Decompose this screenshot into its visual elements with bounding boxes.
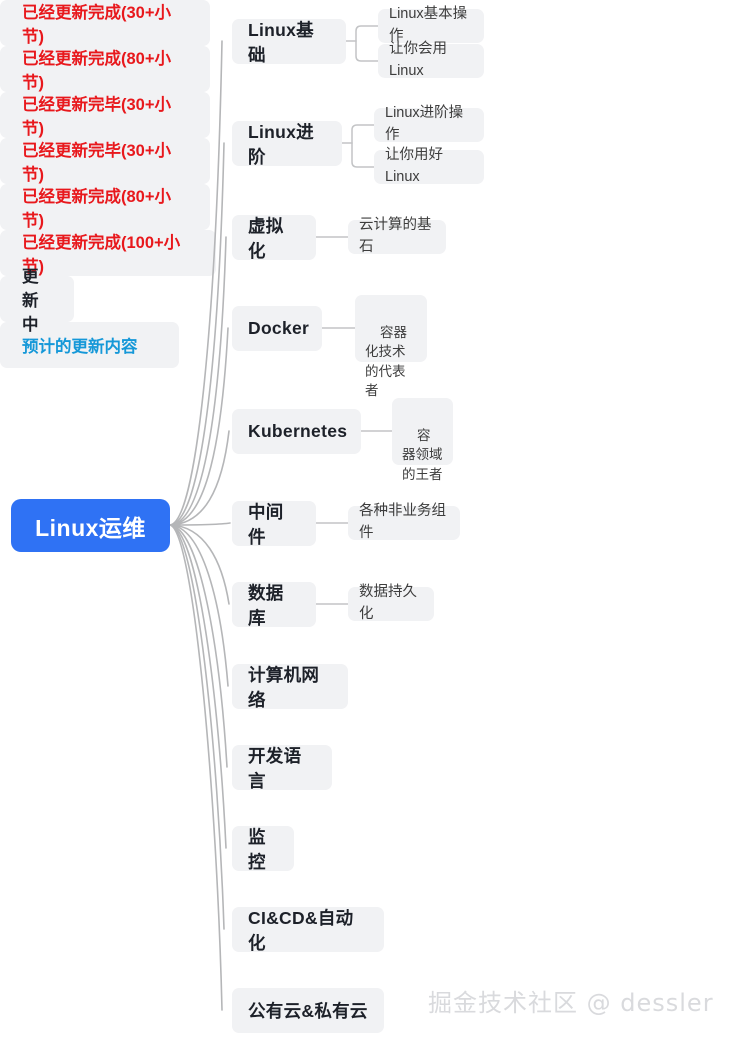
branch-label: 公有云&私有云 bbox=[248, 1001, 368, 1021]
status-text: 已经更新完成(30+小节) bbox=[22, 4, 171, 46]
leaf-node-linux-advanced-ops[interactable]: Linux进阶操作 bbox=[374, 105, 484, 143]
leaf-node-container-tech[interactable]: 容器化技术的代表者 bbox=[355, 295, 427, 398]
edge-b1-c0 bbox=[351, 124, 375, 144]
branch-label: 中间件 bbox=[248, 501, 284, 547]
status-badge-virtualization[interactable]: 已经更新完毕(30+小节) bbox=[0, 92, 210, 138]
edge-root-5 bbox=[169, 522, 231, 526]
status-text: 已经更新完成(80+小节) bbox=[22, 188, 171, 230]
status-badge-database[interactable]: 更新中 bbox=[0, 268, 74, 334]
leaf-node-non-business-components[interactable]: 各种非业务组件 bbox=[348, 503, 460, 541]
branch-node-linux-advanced[interactable]: Linux进阶 bbox=[232, 121, 342, 167]
edge-b1-c1 bbox=[351, 142, 375, 168]
edge-b0-c1 bbox=[355, 40, 379, 62]
status-text: 更新中 bbox=[22, 268, 39, 334]
leaf-node-data-persistence[interactable]: 数据持久化 bbox=[348, 584, 434, 622]
edge-root-9 bbox=[169, 524, 227, 849]
branch-label: CI&CD&自动化 bbox=[248, 907, 354, 953]
branch-label: Linux进阶 bbox=[248, 121, 314, 167]
leaf-label: 云计算的基石 bbox=[359, 217, 432, 255]
leaf-node-container-king[interactable]: 容器领域的王者 bbox=[392, 398, 453, 482]
edge-root-4 bbox=[169, 430, 230, 526]
leaf-label: 数据持久化 bbox=[359, 584, 417, 622]
leaf-node-linux-usable[interactable]: 让你会用Linux bbox=[378, 41, 484, 79]
branch-node-virtualization[interactable]: 虚拟化 bbox=[232, 215, 316, 261]
leaf-label: Linux基本操作 bbox=[389, 6, 468, 44]
branch-label: Docker bbox=[248, 318, 310, 338]
watermark: 掘金技术社区 @ dessler bbox=[428, 989, 714, 1017]
edge-root-8 bbox=[169, 524, 228, 768]
root-node[interactable]: Linux运维 bbox=[11, 499, 170, 552]
branch-node-docker[interactable]: Docker bbox=[232, 306, 322, 351]
status-text: 已经更新完毕(30+小节) bbox=[22, 96, 171, 138]
status-text: 已经更新完成(100+小节) bbox=[22, 234, 181, 276]
status-badge-linux-basics[interactable]: 已经更新完成(30+小节) bbox=[0, 0, 210, 46]
leaf-label: 容器化技术的代表者 bbox=[365, 324, 408, 399]
edge-b0-c0 bbox=[355, 25, 379, 42]
branch-label: 计算机网络 bbox=[248, 664, 320, 710]
edge-root-7 bbox=[169, 524, 229, 687]
branch-label: Kubernetes bbox=[248, 421, 348, 441]
branch-label: 监控 bbox=[248, 826, 266, 872]
status-badge-planned-content[interactable]: 预计的更新内容 bbox=[0, 322, 179, 368]
root-node-label: Linux运维 bbox=[35, 514, 146, 541]
branch-label: 虚拟化 bbox=[248, 215, 284, 261]
leaf-node-cloud-cornerstone[interactable]: 云计算的基石 bbox=[348, 217, 446, 255]
leaf-label: 各种非业务组件 bbox=[359, 503, 446, 541]
leaf-node-linux-basic-ops[interactable]: Linux基本操作 bbox=[378, 6, 484, 44]
status-badge-docker[interactable]: 已经更新完毕(30+小节) bbox=[0, 138, 210, 184]
edge-root-11 bbox=[169, 524, 223, 1011]
branch-node-public-private-cloud[interactable]: 公有云&私有云 bbox=[232, 988, 384, 1033]
branch-node-monitoring[interactable]: 监控 bbox=[232, 826, 294, 872]
branch-node-kubernetes[interactable]: Kubernetes bbox=[232, 409, 361, 454]
leaf-node-linux-master[interactable]: 让你用好Linux bbox=[374, 147, 484, 185]
edge-root-2 bbox=[169, 236, 227, 526]
edge-root-6 bbox=[169, 524, 230, 605]
branch-node-middleware[interactable]: 中间件 bbox=[232, 501, 316, 547]
branch-label: 开发语言 bbox=[248, 745, 302, 791]
branch-node-cicd-automation[interactable]: CI&CD&自动化 bbox=[232, 907, 384, 953]
status-text: 已经更新完成(80+小节) bbox=[22, 50, 171, 92]
branch-label: Linux基础 bbox=[248, 19, 314, 65]
status-badge-kubernetes[interactable]: 已经更新完成(80+小节) bbox=[0, 184, 210, 230]
leaf-label: 让你用好Linux bbox=[385, 147, 443, 185]
branch-node-linux-basics[interactable]: Linux基础 bbox=[232, 19, 346, 65]
leaf-label: 容器领域的王者 bbox=[402, 427, 443, 482]
edge-root-10 bbox=[169, 524, 225, 930]
leaf-label: 让你会用Linux bbox=[389, 41, 447, 79]
branch-node-computer-network[interactable]: 计算机网络 bbox=[232, 664, 348, 710]
leaf-label: Linux进阶操作 bbox=[385, 105, 464, 143]
status-text: 预计的更新内容 bbox=[22, 338, 138, 356]
branch-node-database[interactable]: 数据库 bbox=[232, 582, 316, 628]
status-badge-linux-advanced[interactable]: 已经更新完成(80+小节) bbox=[0, 46, 210, 92]
branch-label: 数据库 bbox=[248, 582, 284, 628]
branch-node-dev-languages[interactable]: 开发语言 bbox=[232, 745, 332, 791]
status-text: 已经更新完毕(30+小节) bbox=[22, 142, 171, 184]
